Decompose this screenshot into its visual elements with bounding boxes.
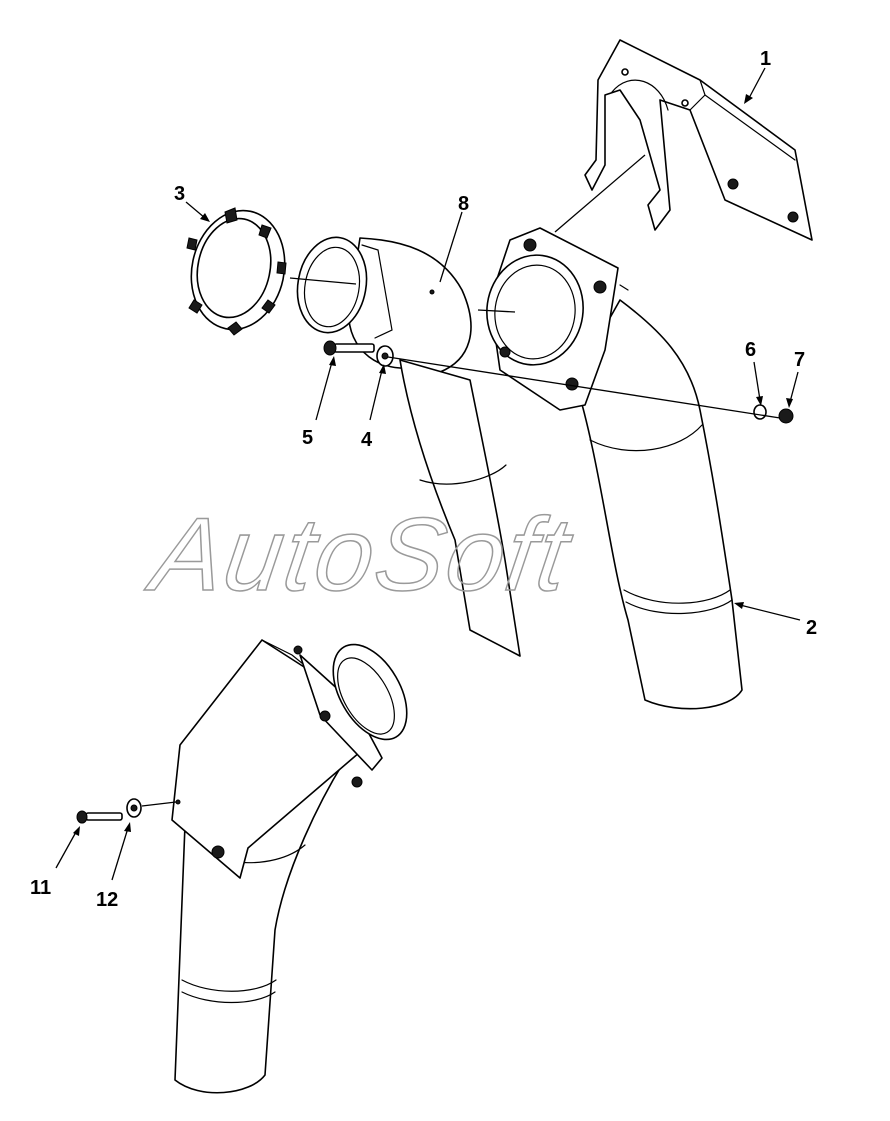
callout-8: 8 — [458, 193, 469, 215]
part-1-bracket — [584, 39, 813, 241]
part-11-bolt — [76, 810, 123, 824]
part-2-pipe-right — [486, 227, 743, 710]
callout-2: 2 — [806, 617, 817, 639]
callout-6: 6 — [745, 339, 756, 361]
part-6-washer — [753, 404, 767, 420]
leader-lines — [55, 67, 801, 881]
callout-3: 3 — [174, 183, 185, 205]
callout-11: 11 — [30, 877, 51, 899]
callout-5: 5 — [302, 427, 313, 449]
part-7-nut — [778, 408, 794, 424]
callout-12: 12 — [96, 889, 118, 911]
lower-housing-assembly — [171, 639, 408, 1094]
watermark-text: AutoSoft — [140, 496, 579, 612]
part-12-washer — [126, 798, 142, 818]
callout-4: 4 — [361, 429, 373, 451]
callout-1: 1 — [760, 48, 771, 70]
part-5-bolt — [323, 340, 375, 356]
part-4-washer — [376, 345, 394, 367]
callout-7: 7 — [794, 349, 805, 371]
part-8-elbow-pipe — [296, 236, 521, 657]
part-3-clamp-ring — [186, 207, 287, 336]
